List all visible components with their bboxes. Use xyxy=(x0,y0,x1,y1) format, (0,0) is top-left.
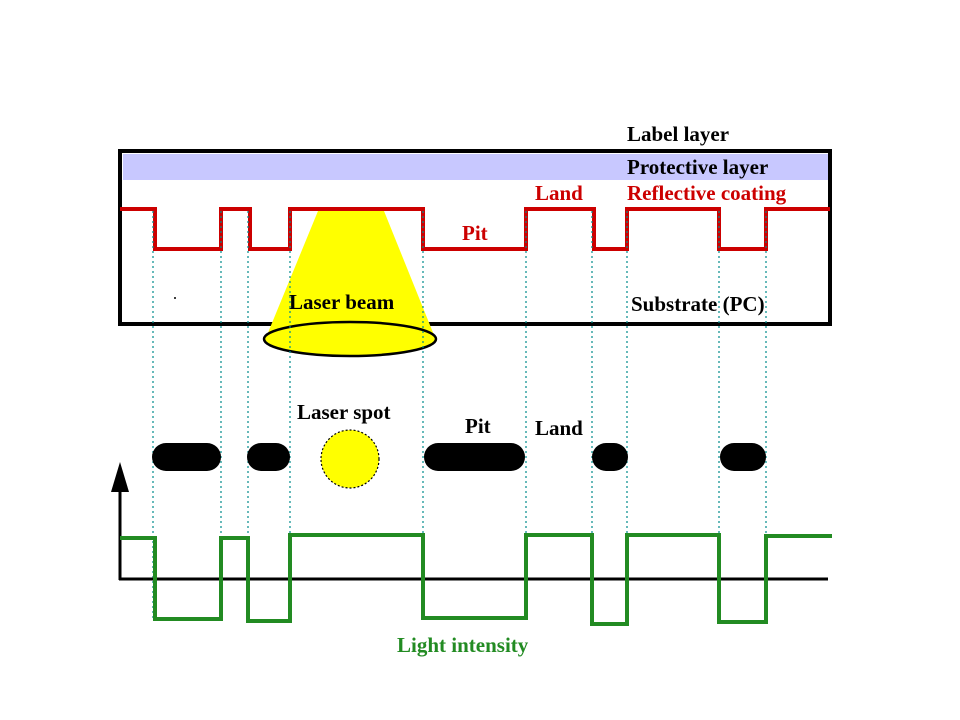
protective-layer-label: Protective layer xyxy=(627,155,768,179)
laser-beam xyxy=(262,211,438,358)
guide-lines xyxy=(152,211,767,620)
disc-frame xyxy=(118,149,832,326)
land-label-mid: Land xyxy=(535,416,583,440)
pit xyxy=(424,443,525,471)
laser-beam-focus-ellipse xyxy=(262,320,438,358)
pit xyxy=(247,443,290,471)
pit xyxy=(592,443,628,471)
pit xyxy=(152,443,221,471)
protective-layer-band xyxy=(123,154,829,180)
laser-spot xyxy=(320,429,380,489)
land-label-top: Land xyxy=(535,181,583,205)
laser-beam-cone xyxy=(265,211,436,340)
pit xyxy=(720,443,766,471)
pit-label-top: Pit xyxy=(462,221,488,245)
disc-cross-section xyxy=(118,149,832,326)
pit-track xyxy=(152,443,766,471)
speck xyxy=(174,297,176,299)
signal-axes xyxy=(111,462,828,581)
laser-spot-label: Laser spot xyxy=(297,400,391,424)
label-layer-label: Label layer xyxy=(627,122,729,146)
light-intensity-waveform xyxy=(120,533,832,626)
substrate-label: Substrate (PC) xyxy=(631,292,765,316)
y-axis-arrowhead xyxy=(111,462,129,492)
laser-beam-label: Laser beam xyxy=(289,290,395,314)
pit-label-mid: Pit xyxy=(465,414,491,438)
reflective-coating-label: Reflective coating xyxy=(627,181,787,205)
reflective-coating-line xyxy=(120,207,830,251)
light-intensity-label: Light intensity xyxy=(397,633,529,657)
